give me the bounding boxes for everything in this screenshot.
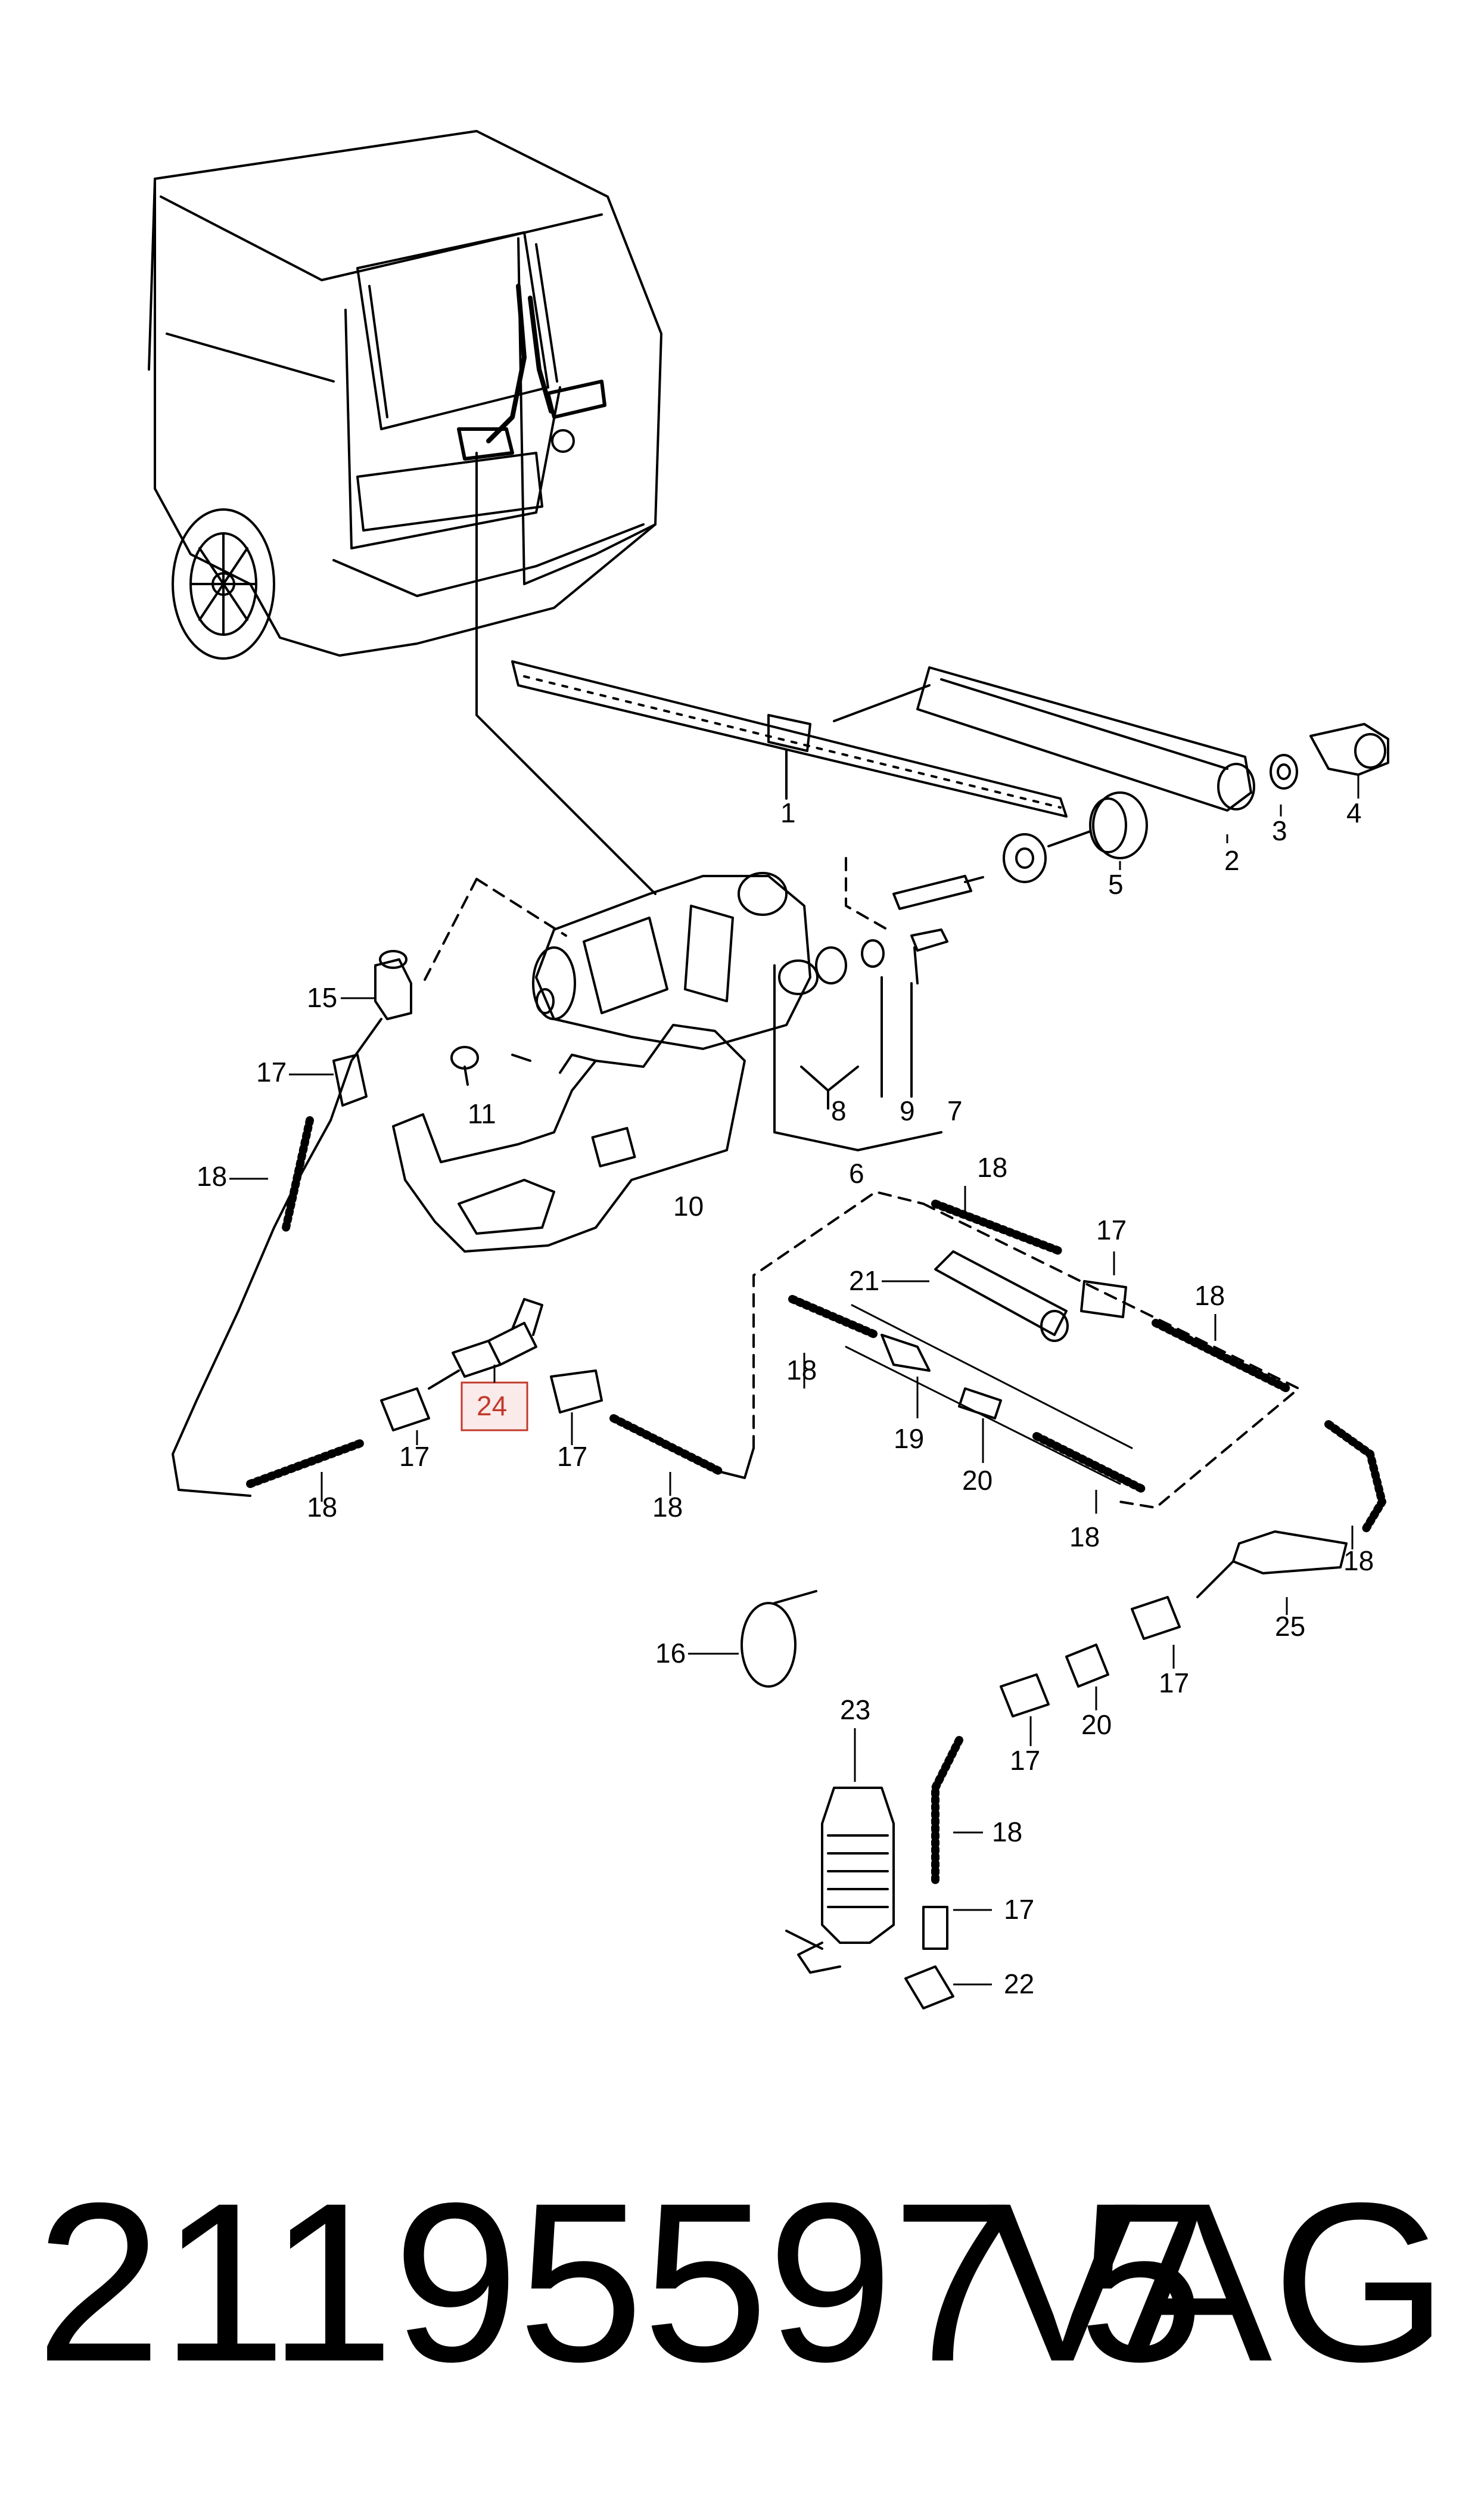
part-footer: 21195597 5 VAG [0,2145,1484,2455]
hose-connector-17e [1131,1596,1181,1640]
callout-16: 16 [655,1638,686,1669]
callout-20b: 20 [1081,1709,1112,1740]
wiper-arm [833,666,1255,812]
ribbed-hose-18c [609,1414,725,1476]
bracket-screw [450,1046,531,1086]
callout-17c: 17 [557,1441,587,1472]
callout-19: 19 [894,1423,924,1454]
arm-nut [1270,754,1298,790]
callout-2: 2 [1224,845,1240,876]
ribbed-hose-18e [1152,1319,1291,1393]
hose-connector-17a [332,1054,368,1107]
callout-17f: 17 [1010,1745,1040,1776]
callout-5: 5 [1108,869,1124,900]
callout-17d: 17 [1096,1215,1127,1245]
part-number: 21195597 5 [36,2155,1204,2409]
ribbed-hose-18i [931,1736,963,1887]
brand-name: VAG [987,2155,1448,2409]
hose-connector-17f [1000,1673,1050,1717]
callout-18i: 18 [992,1816,1022,1847]
leader-van-to-motor [475,452,657,895]
hose-connector-17d [1080,1280,1127,1318]
inline-valve-19 [881,1334,931,1372]
callout-24: 24 [477,1390,507,1421]
callout-1: 1 [780,797,796,828]
callout-6: 6 [849,1158,864,1189]
callout-18c: 18 [652,1492,683,1523]
spacer-washers [815,939,885,984]
callout-7: 7 [947,1095,963,1126]
van-illustration [148,130,662,660]
check-valve-20b [1065,1644,1109,1688]
callout-17g: 17 [1004,1894,1034,1925]
callout-21: 21 [849,1265,879,1296]
callout-23: 23 [840,1694,870,1725]
hose-clip [741,1590,817,1688]
callout-17b: 17 [399,1441,430,1472]
callout-20a: 20 [962,1465,993,1496]
callout-10: 10 [673,1191,704,1222]
callout-18h: 18 [1343,1545,1374,1576]
hose-grommet-25 [1232,1530,1348,1574]
callout-18f: 18 [786,1355,817,1386]
ribbed-hose-18a [282,1116,314,1232]
callout-15: 15 [307,982,337,1013]
ribbed-hose-18b [246,1438,368,1488]
ribbed-hose-18h [1324,1420,1386,1536]
drive-shaft [892,875,984,910]
callout-4: 4 [1346,797,1362,828]
washer-pump [785,1787,895,1974]
motor-bracket [392,1024,746,1253]
insulation-sleeve [934,1250,1069,1342]
ribbed-hose-18f [788,1295,880,1339]
callout-18d: 18 [977,1152,1007,1183]
callout-3: 3 [1272,815,1287,846]
ribbed-hose-18g [1032,1432,1148,1494]
arm-cap [1309,723,1389,776]
hose-connector-17g [922,1906,948,1950]
hose-connector-17c [550,1369,603,1414]
highlight-box-24 [461,1381,528,1431]
washer-nozzle-15 [374,950,412,1020]
wiper-blade [511,660,1068,818]
callout-17a: 17 [256,1057,287,1088]
t-connector [428,1298,543,1390]
mounting-bolt [910,928,948,984]
callout-18e: 18 [1194,1280,1225,1311]
wiper-washer-exploded-diagram: 1 2 3 4 5 6 7 8 9 10 11 15 16 17 17 17 1… [148,130,1389,2009]
hose-connector-17b [380,1387,430,1431]
elbow-connector-22 [904,1965,954,2009]
callout-18a: 18 [197,1161,227,1192]
callout-9: 9 [900,1095,915,1126]
callout-22: 22 [1004,1968,1034,1999]
callout-11: 11 [468,1098,496,1129]
wiper-motor [532,872,819,1050]
washer-hose-left [172,1018,382,1497]
callout-25: 25 [1275,1611,1305,1642]
ribbed-hose-18d [931,1200,1065,1256]
grommet [1003,791,1148,883]
callout-18g: 18 [1069,1521,1100,1552]
callout-8: 8 [831,1095,847,1126]
check-valve-20a [958,1387,1002,1420]
callout-17e: 17 [1159,1667,1189,1698]
